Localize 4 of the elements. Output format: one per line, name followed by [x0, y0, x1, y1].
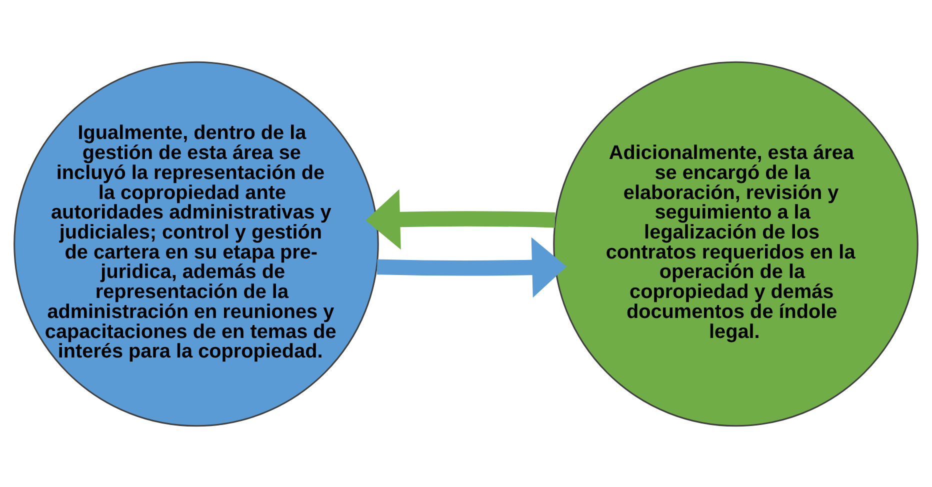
arrow [366, 188, 556, 250]
node-circle: Adicionalmente, esta área se encargó de la elaboración, revisión y seguimiento a la legalización de los contratos requeridos en la operación de la copropiedad y demás documentos de índole legal. [553, 60, 918, 426]
node-circle: Igualmente, dentro de la gestión de esta área se incluyó la representación de la copropiedad ante autoridades administrativas y judiciales; control y gestión de cartera en su etapa pre-juridica, además de representación de la administración en reuniones y capacitaciones de en temas de interés para la copropiedad. [14, 60, 379, 426]
arrow [376, 236, 567, 298]
